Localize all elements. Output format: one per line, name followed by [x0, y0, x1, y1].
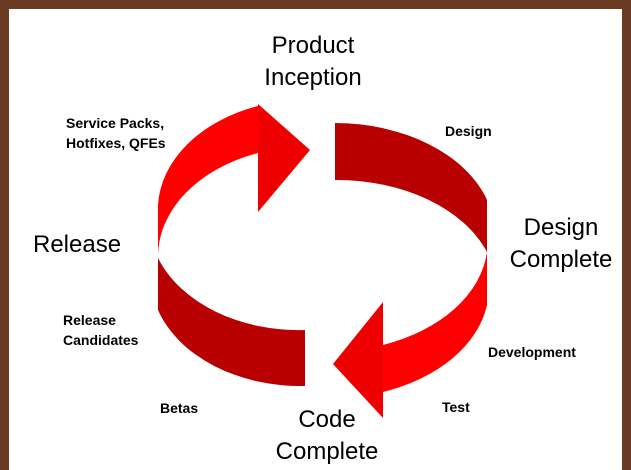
milestone-product-inception-line1: Product [271, 32, 355, 59]
milestone-product-inception-line2: Inception [264, 64, 362, 91]
milestone-code-complete-line2: Complete [275, 438, 379, 465]
phase-release-candidates: Release Candidates [63, 310, 138, 350]
milestone-design-complete-line2: Complete [509, 246, 613, 273]
right-arrow-head [333, 302, 383, 418]
right-arrow-back-band [335, 123, 487, 252]
left-arrow-front-band [157, 106, 258, 258]
left-arrow-back-band [158, 258, 305, 387]
milestone-design-complete: Design Complete [496, 212, 626, 276]
milestone-release: Release [33, 231, 122, 258]
phase-development: Development [488, 344, 576, 360]
phase-service-packs: Service Packs, Hotfixes, QFEs [66, 113, 166, 153]
milestone-code-complete: Code Complete [262, 404, 392, 468]
left-arrow-head [258, 104, 310, 212]
phase-test: Test [442, 399, 470, 415]
phase-release-candidates-line2: Candidates [63, 332, 139, 348]
milestone-product-inception: Product Inception [238, 30, 388, 94]
phase-design: Design [445, 123, 492, 139]
right-arrow-front-band [383, 252, 487, 392]
milestone-design-complete-line1: Design [523, 214, 599, 241]
phase-service-packs-line1: Service Packs, [66, 115, 165, 131]
phase-service-packs-line2: Hotfixes, QFEs [66, 135, 166, 151]
milestone-code-complete-line1: Code [298, 406, 356, 433]
phase-betas: Betas [160, 400, 199, 416]
phase-release-candidates-line1: Release [63, 312, 116, 328]
